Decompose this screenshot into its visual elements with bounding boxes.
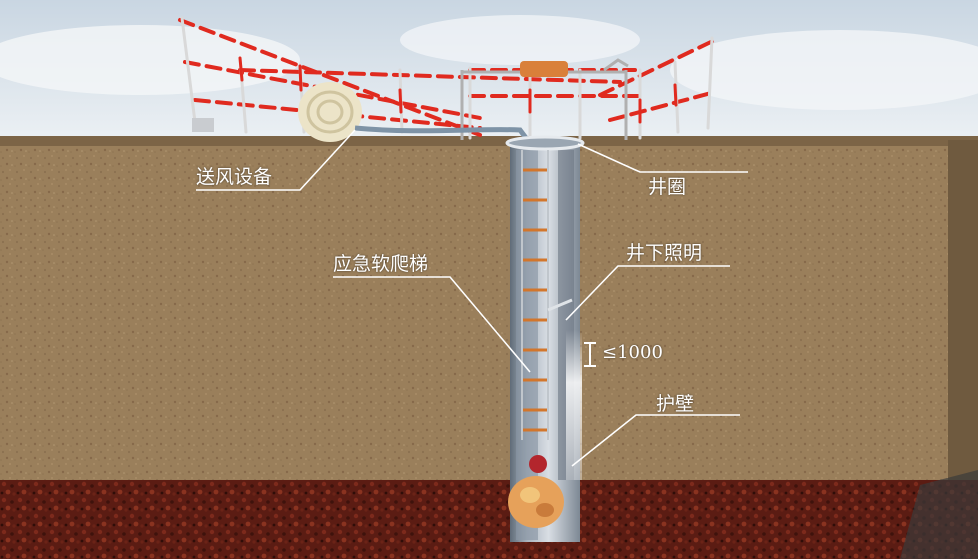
emergency-ladder-label: 应急软爬梯 [333,253,429,275]
callout-lines [196,129,748,467]
shaft [505,135,585,542]
spacing-label: ≤1000 [602,342,663,363]
air-supply-equipment-shape [192,82,362,142]
well-ring-label: 井圈 [648,176,687,198]
spacing-bracket [584,342,596,367]
retaining-wall-label: 护壁 [656,393,695,415]
underground-lighting-label: 井下照明 [626,242,703,264]
air-supply-label: 送风设备 [196,166,273,188]
